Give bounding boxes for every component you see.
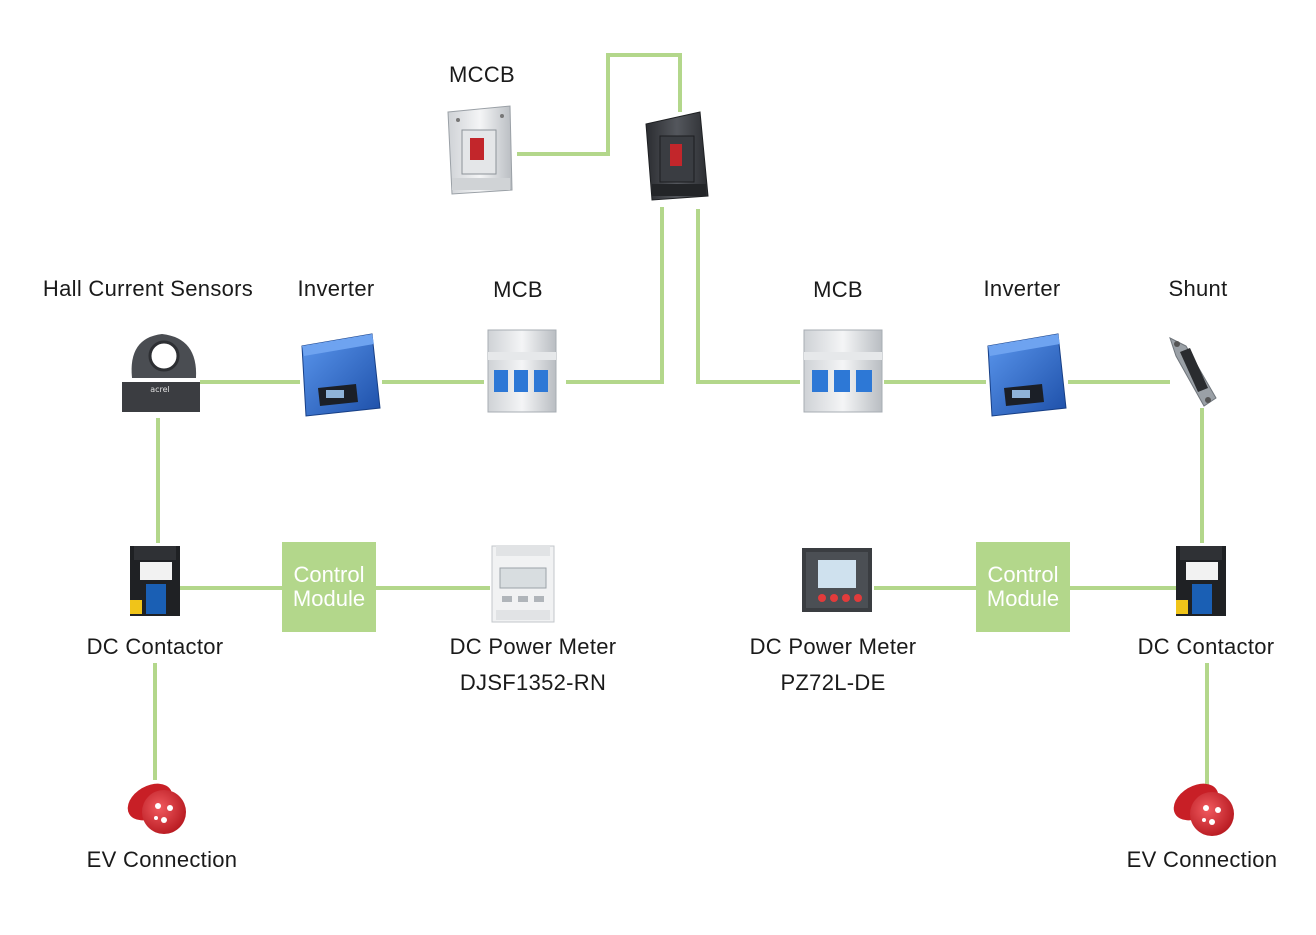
label-dc-contactor-left: DC Contactor [86, 634, 224, 659]
label-shunt: Shunt [1168, 276, 1228, 301]
contactor-icon [1176, 546, 1226, 616]
mcb-icon [487, 329, 557, 413]
control-module-left: Control Module [282, 542, 376, 632]
mcb-icon [803, 329, 883, 413]
label-ev-left: EV Connection [86, 847, 238, 872]
label-mccb: MCCB [449, 62, 515, 87]
label-mcb-left: MCB [493, 277, 543, 302]
label-ev-right: EV Connection [1126, 847, 1278, 872]
label-hall-sensors: Hall Current Sensors [42, 276, 254, 301]
wire-mcb-left-up [566, 207, 664, 384]
label-dc-meter-right-1: DC Power Meter [749, 634, 917, 659]
label-dc-meter-left-2: DJSF1352-RN [459, 670, 607, 695]
inverter-icon [987, 333, 1067, 417]
inverter-icon [301, 333, 381, 417]
svg-text:acrel: acrel [150, 385, 170, 394]
label-inverter-right: Inverter [983, 276, 1061, 301]
panel-meter-icon [802, 548, 872, 612]
wires [153, 53, 1209, 790]
control-module-right: Control Module [976, 542, 1070, 632]
label-mcb-right: MCB [813, 277, 863, 302]
control-module-line1: Control [987, 562, 1059, 587]
control-module-line1: Control [293, 562, 365, 587]
control-module-line2: Module [292, 586, 366, 611]
label-inverter-left: Inverter [297, 276, 375, 301]
contactor-icon [130, 546, 180, 616]
label-dc-meter-left-1: DC Power Meter [449, 634, 617, 659]
shunt-icon [1169, 337, 1217, 407]
ev-plug-icon [127, 783, 186, 834]
mccb-icon [447, 105, 513, 195]
wire-mcb-right-up [696, 209, 800, 384]
ev-plug-icon [1173, 783, 1234, 836]
control-module-line2: Module [986, 586, 1060, 611]
wire-mccb-top [517, 53, 682, 156]
label-dc-meter-right-2: PZ72L-DE [780, 670, 886, 695]
dc-meter-icon [491, 545, 555, 623]
mccb-dark-icon [645, 111, 709, 201]
label-dc-contactor-right: DC Contactor [1137, 634, 1275, 659]
hall-sensor-icon: acrel [122, 334, 200, 412]
